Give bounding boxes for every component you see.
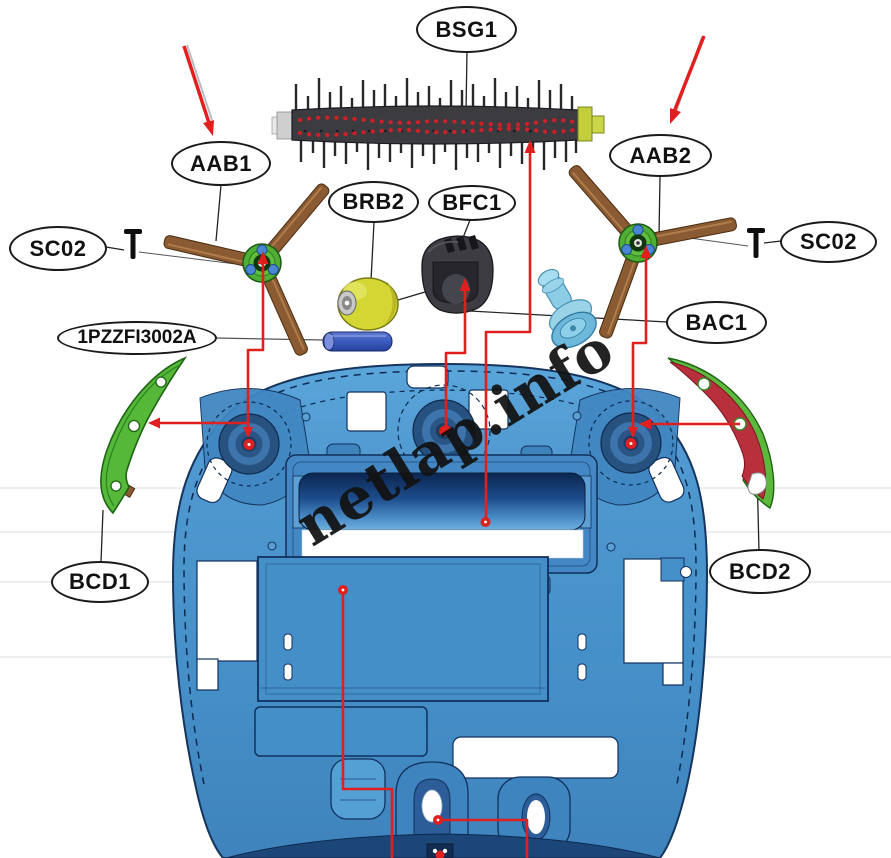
- label-sc02-right: SC02: [780, 221, 877, 263]
- brush-red-tufts-top: [297, 115, 577, 127]
- label-aab2: AAB2: [609, 134, 712, 177]
- body-screws: [267, 411, 616, 552]
- robot-underside-illustration: [171, 362, 709, 858]
- main-brush-roller-illustration: [271, 78, 605, 170]
- rim-clip-hole: [680, 566, 692, 578]
- lower-left-route: [341, 594, 394, 858]
- label-bfc1: BFC1: [428, 185, 516, 221]
- pointer-arrow-left: [182, 45, 211, 124]
- lower-right-route: [443, 818, 529, 858]
- red-routing-lines: [148, 35, 740, 858]
- label-brb2: BRB2: [328, 181, 419, 223]
- bfc1-route: [444, 287, 467, 426]
- right-screw-icon: [747, 228, 765, 258]
- bsg1-route: [484, 149, 532, 518]
- label-sc02-left: SC02: [9, 226, 107, 271]
- inner-seam-dashed: [229, 389, 657, 471]
- front-caster-well: [395, 761, 469, 851]
- pointer-arrow-right: [672, 35, 706, 113]
- brush-bristles-bottom: [299, 140, 578, 170]
- caster-housing-illustration: [421, 235, 494, 314]
- right-wheel-well: [623, 557, 685, 686]
- left-wheel-well: [196, 560, 258, 691]
- battery-compartment: [257, 556, 587, 702]
- aab2-route: [631, 254, 648, 436]
- right-rim-cutout: [648, 456, 685, 503]
- label-bsg1: BSG1: [416, 6, 517, 53]
- caster-wheel-illustration: [337, 277, 453, 331]
- small-clip-illustration: [747, 472, 767, 495]
- top-center-cutout: [406, 365, 449, 389]
- filter-cylinder-illustration: [322, 331, 393, 352]
- label-aab1: AAB1: [171, 141, 271, 186]
- left-square-cutout: [346, 391, 387, 432]
- main-brush-bay: [285, 443, 598, 597]
- right-square-cutout: [468, 389, 509, 430]
- left-screw-icon: [124, 229, 142, 259]
- red-mount-dots: [243, 425, 637, 858]
- label-bcd1: BCD1: [51, 561, 149, 603]
- label-bac1: BAC1: [666, 301, 767, 344]
- brush-bristles-top: [294, 78, 574, 110]
- dustbin-door: [254, 706, 428, 757]
- label-bcd2: BCD2: [709, 549, 811, 594]
- right-oval-well: [497, 776, 571, 852]
- left-bumper-blade-illustration: [100, 356, 188, 515]
- aab1-route: [246, 260, 265, 436]
- lower-white-cutout: [452, 736, 619, 779]
- label-filter-part: 1PZZFI3002A: [57, 321, 217, 355]
- brush-red-tufts-bottom: [297, 126, 577, 138]
- front-caster-assembly-illustration: [537, 268, 597, 349]
